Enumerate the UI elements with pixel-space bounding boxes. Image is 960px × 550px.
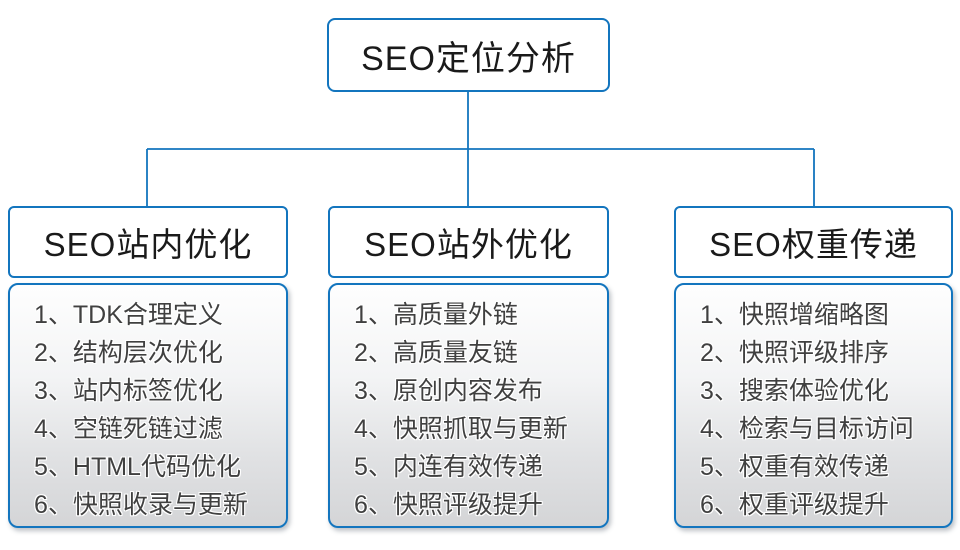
branch-header-onsite: SEO站内优化 <box>8 206 288 278</box>
list-item: 6、快照评级提升 <box>354 491 543 519</box>
branch-column-onsite: SEO站内优化 1、TDK合理定义 2、结构层次优化 3、站内标签优化 4、空链… <box>8 206 288 528</box>
list-item: 5、权重有效传递 <box>700 453 889 481</box>
list-item: 4、检索与目标访问 <box>700 415 914 443</box>
list-item: 3、原创内容发布 <box>354 377 543 405</box>
list-item: 2、高质量友链 <box>354 339 518 367</box>
list-item: 2、结构层次优化 <box>34 339 223 367</box>
list-item: 4、快照抓取与更新 <box>354 415 568 443</box>
list-item: 1、TDK合理定义 <box>34 301 223 329</box>
branch-list-weight: 1、快照增缩略图 2、快照评级排序 3、搜索体验优化 4、检索与目标访问 5、权… <box>674 283 953 528</box>
list-item: 1、快照增缩略图 <box>700 301 889 329</box>
list-item: 5、HTML代码优化 <box>34 453 241 481</box>
branch-column-offsite: SEO站外优化 1、高质量外链 2、高质量友链 3、原创内容发布 4、快照抓取与… <box>328 206 609 528</box>
list-item: 1、高质量外链 <box>354 301 518 329</box>
root-node: SEO定位分析 <box>327 18 610 92</box>
branch-column-weight: SEO权重传递 1、快照增缩略图 2、快照评级排序 3、搜索体验优化 4、检索与… <box>674 206 953 528</box>
list-item: 6、快照收录与更新 <box>34 491 248 519</box>
branch-header-weight: SEO权重传递 <box>674 206 953 278</box>
list-item: 5、内连有效传递 <box>354 453 543 481</box>
branch-list-offsite: 1、高质量外链 2、高质量友链 3、原创内容发布 4、快照抓取与更新 5、内连有… <box>328 283 609 528</box>
list-item: 3、搜索体验优化 <box>700 377 889 405</box>
list-item: 2、快照评级排序 <box>700 339 889 367</box>
list-item: 6、权重评级提升 <box>700 491 889 519</box>
list-item: 3、站内标签优化 <box>34 377 223 405</box>
branch-list-onsite: 1、TDK合理定义 2、结构层次优化 3、站内标签优化 4、空链死链过滤 5、H… <box>8 283 288 528</box>
branch-header-offsite: SEO站外优化 <box>328 206 609 278</box>
list-item: 4、空链死链过滤 <box>34 415 223 443</box>
